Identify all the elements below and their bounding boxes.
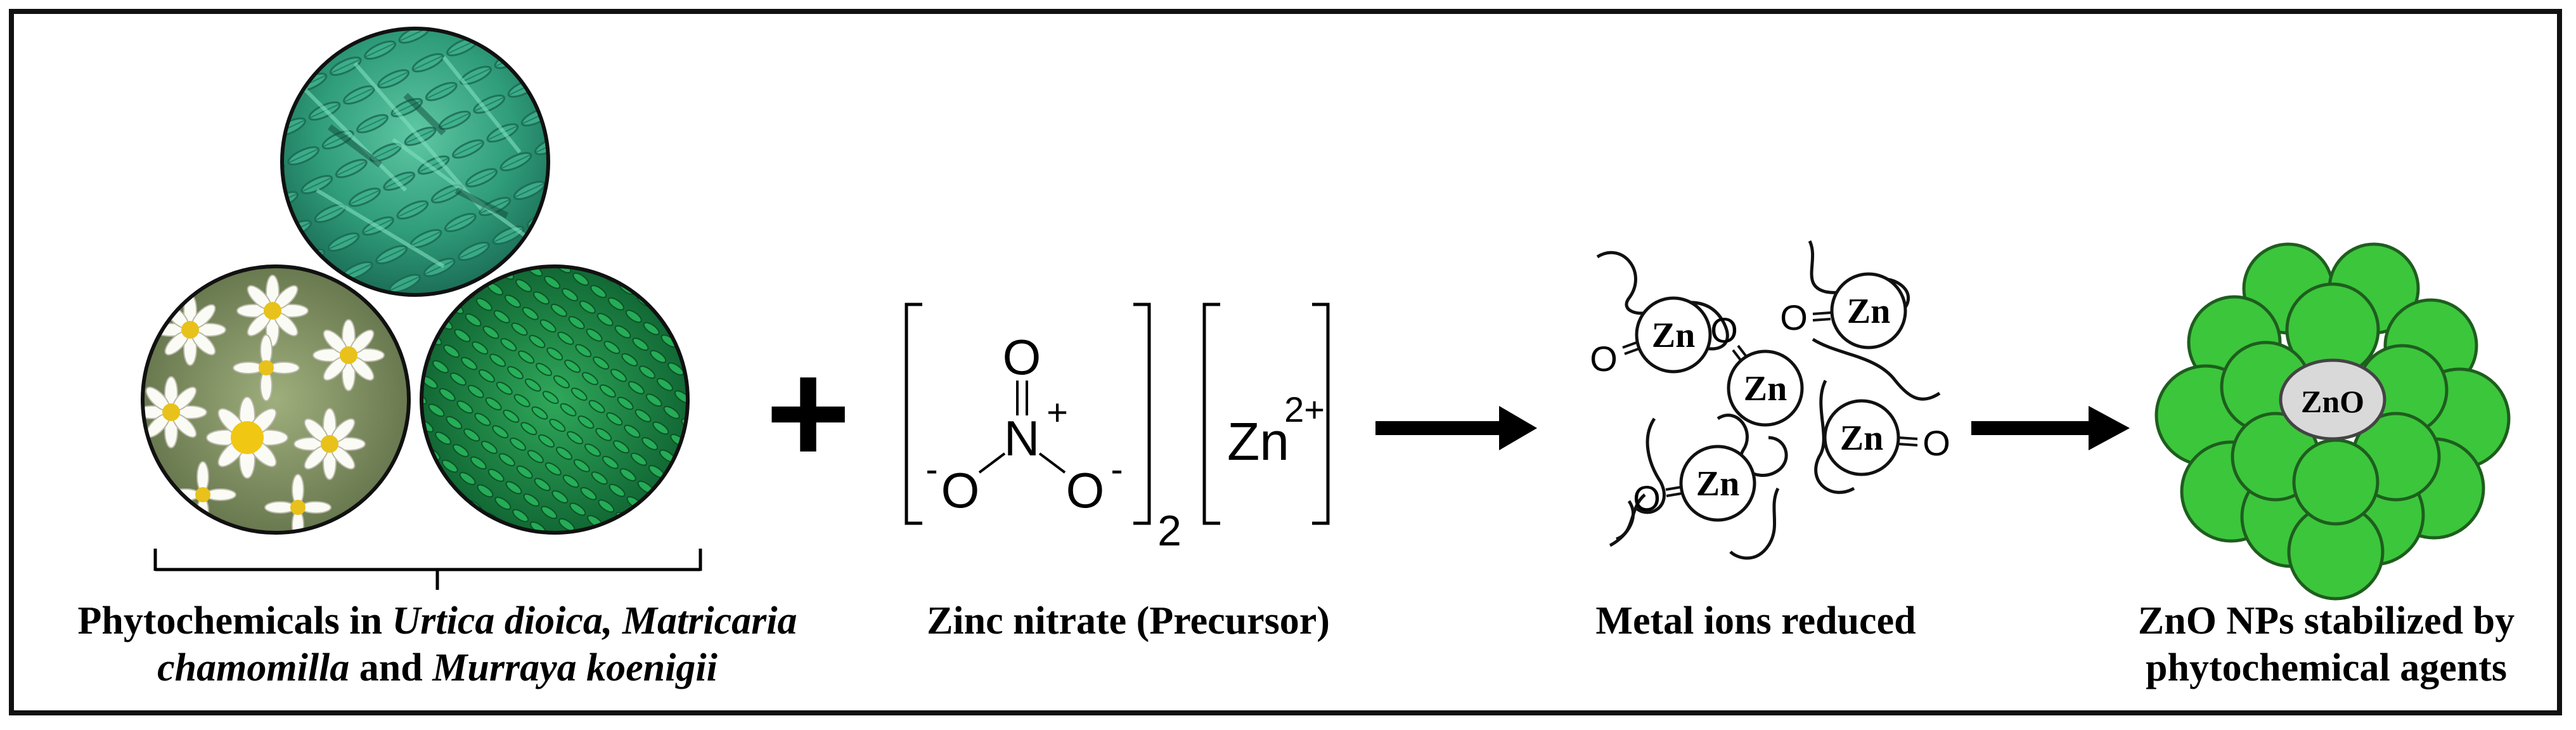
svg-text:O: O [1922,423,1950,463]
svg-text:Zn: Zn [1840,419,1884,458]
zinc-charge: 2+ [1284,389,1325,429]
zno-nanoparticle: ZnO [2154,242,2511,601]
reduced-metal-ions-cluster: Zn O Zn O Zn O Zn O Zn [1590,240,1950,560]
svg-text:O: O [1710,310,1738,350]
svg-text:Zn: Zn [1696,464,1740,504]
nitrate-o-right-charge: - [1111,449,1123,490]
zno-core-label: ZnO [2301,384,2364,419]
reduced-caption: Metal ions reduced [1595,599,1916,642]
species-murraya: Murraya koenigii [432,646,718,689]
reaction-arrow-1 [1375,406,1537,450]
svg-text:Zn: Zn [1744,369,1787,408]
chamomile-flowers-photo [141,264,411,535]
caption-connector: and [349,646,433,689]
nitrate-n: N [1004,410,1040,466]
reaction-arrow-2 [1971,406,2130,450]
product-caption: ZnO NPs stabilized by phytochemical agen… [2092,597,2561,691]
zinc-ion: Zn [1227,412,1289,471]
product-caption-line1: ZnO NPs stabilized by [2137,599,2515,642]
product-caption-line2: phytochemical agents [2145,646,2508,689]
caption-prefix: Phytochemicals in [77,599,392,642]
plants-caption: Phytochemicals in Urtica dioica, Matrica… [19,597,856,691]
nitrate-subscript: 2 [1157,507,1182,555]
zn-particle: Zn O [1710,310,1804,427]
species-matricaria: Matricaria [622,599,797,642]
plant-bracket [153,549,702,590]
svg-text:O: O [1590,339,1618,379]
species-chamomilla: chamomilla [157,646,350,689]
svg-text:O: O [1780,297,1808,337]
zno-core [2279,358,2386,441]
zn-particle: Zn O [1780,272,1907,349]
nitrate-o-right: O [1066,462,1105,518]
plus-sign: + [766,331,851,494]
zinc-nitrate-structure: O N + - O O - 2 Zn 2+ [905,303,1330,555]
zn-particle: Zn O [1590,296,1712,379]
nettle-leaves-photo [280,27,550,297]
nitrate-bonds [978,381,1066,474]
nitrate-o-left: O [941,462,980,518]
zinc-bracket [1202,303,1330,525]
svg-text:Zn: Zn [1847,292,1891,331]
nitrate-n-charge: + [1046,392,1068,433]
phytochemical-capping-spheres [2154,242,2511,601]
svg-text:Zn: Zn [1652,316,1696,355]
nitrate-bracket [905,303,1151,525]
nitrate-o-left-charge: - [925,449,937,490]
curry-leaves-photo [420,264,690,535]
svg-text:O: O [1633,478,1661,518]
zn-particle: Zn O [1633,445,1756,522]
zn-particle: Zn O [1823,399,1950,476]
species-urtica: Urtica dioica, [392,599,613,642]
precursor-caption: Zinc nitrate (Precursor) [927,599,1330,642]
nitrate-o-top: O [1003,329,1041,385]
